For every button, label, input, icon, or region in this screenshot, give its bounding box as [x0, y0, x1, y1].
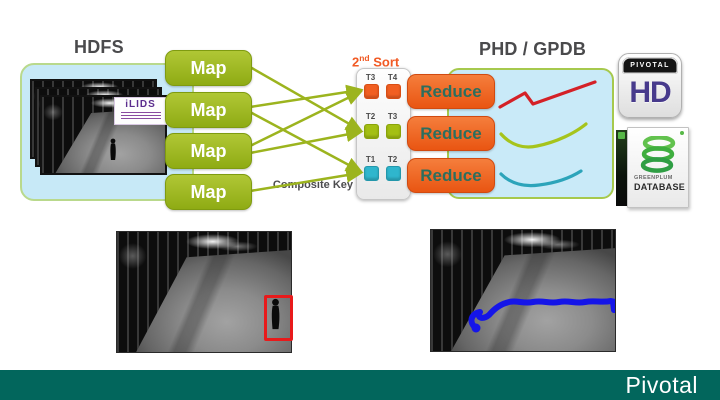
- sort-superscript: nd: [359, 53, 370, 63]
- pivotal-hd-brand: PIVOTAL: [622, 57, 678, 74]
- trajectory-red: [498, 80, 597, 109]
- sort-prefix: 2: [352, 54, 360, 70]
- key-label: T3: [387, 112, 398, 121]
- surveillance-scene: [42, 97, 165, 173]
- composite-key-label: Composite Key: [272, 179, 353, 191]
- pedestrian-silhouette: [271, 298, 280, 330]
- map-task-4: Map: [165, 174, 252, 210]
- trajectory-green: [499, 122, 588, 149]
- key-block-teal: [364, 166, 379, 181]
- greenplum-rings-icon: [640, 136, 676, 173]
- hdfs-heading: HDFS: [74, 37, 124, 57]
- tracking-screenshot: [430, 229, 616, 352]
- key-label: T3: [365, 73, 376, 82]
- second-sort-label: 2nd Sort: [352, 53, 399, 69]
- key-label: T1: [365, 155, 376, 164]
- surveillance-scene: [117, 232, 291, 352]
- key-label: T2: [387, 155, 398, 164]
- track-start-blob: [471, 323, 481, 333]
- pivotal-hd-logo: PIVOTAL HD: [618, 53, 682, 118]
- tracked-path-overlay: [468, 298, 615, 333]
- greenplum-box-front: GREENPLUM DATABASE: [627, 127, 689, 208]
- greenplum-spine-icon: [618, 132, 625, 139]
- greenplum-dot-icon: [680, 131, 684, 135]
- greenplum-database-logo: GREENPLUM DATABASE: [616, 127, 689, 209]
- reduce-task-1: Reduce: [407, 74, 495, 109]
- map-task-2: Map: [165, 92, 252, 128]
- key-block-teal: [386, 166, 401, 181]
- phd-gpdb-heading: PHD / GPDB: [479, 39, 587, 59]
- reduce-task-2: Reduce: [407, 116, 495, 151]
- pedestrian-silhouette: [110, 138, 116, 160]
- key-label: T4: [387, 73, 398, 82]
- greenplum-box-spine: [616, 130, 627, 206]
- map-task-1: Map: [165, 50, 252, 86]
- map-task-3: Map: [165, 133, 252, 169]
- greenplum-product: DATABASE: [634, 182, 686, 192]
- sort-buffer-panel: T3 T4 T2 T3 T1 T2: [356, 68, 411, 200]
- surveillance-scene: [431, 230, 615, 351]
- hdfs-panel: iLIDS: [20, 63, 194, 201]
- key-block-orange: [364, 84, 379, 99]
- detection-bounding-box: [264, 295, 293, 341]
- trajectory-teal: [499, 169, 583, 188]
- greenplum-brand: GREENPLUM: [634, 175, 673, 181]
- ilids-watermark: iLIDS: [114, 97, 167, 125]
- key-block-green: [364, 124, 379, 139]
- key-label: T2: [365, 112, 376, 121]
- key-block-green: [386, 124, 401, 139]
- video-frame-front: iLIDS: [40, 95, 167, 175]
- detection-screenshot: [116, 231, 293, 353]
- sort-suffix: Sort: [369, 54, 400, 70]
- watermark-sub-lines: [120, 112, 161, 119]
- key-block-orange: [386, 84, 401, 99]
- watermark-text: iLIDS: [125, 99, 156, 110]
- pivotal-wordmark: Pivotal: [625, 372, 698, 398]
- pivotal-hd-product: HD: [629, 76, 671, 109]
- reduce-task-3: Reduce: [407, 158, 495, 193]
- trajectory-lines: [498, 80, 597, 188]
- footer-bar: Pivotal: [0, 370, 720, 400]
